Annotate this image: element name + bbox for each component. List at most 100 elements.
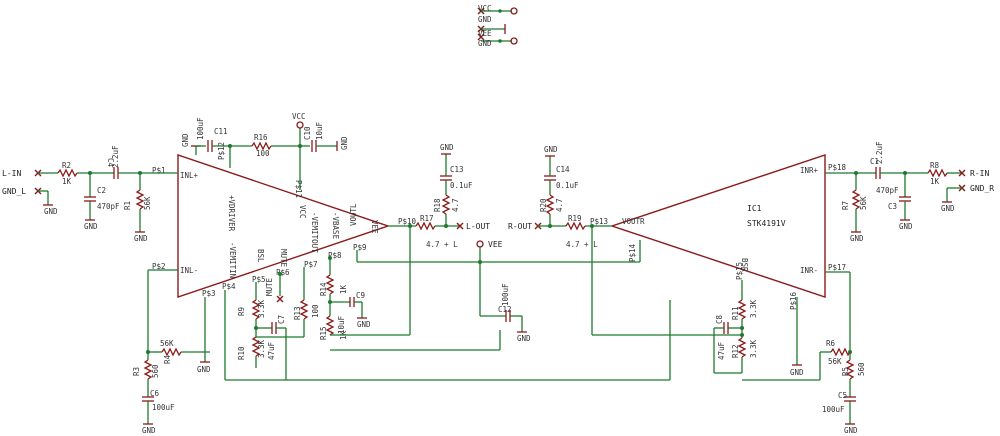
svg-text:470pF: 470pF <box>876 186 899 195</box>
power-legend: GND VCC VEE GND <box>477 4 518 48</box>
ic-part: STK4191V <box>747 219 786 228</box>
svg-text:INL+: INL+ <box>180 171 199 180</box>
svg-text:P$15: P$15 <box>735 262 744 280</box>
svg-text:R20: R20 <box>539 198 548 212</box>
legend-gnd-2: GND <box>478 39 492 48</box>
svg-text:3.3K: 3.3K <box>257 299 266 318</box>
svg-text:R15: R15 <box>319 326 328 340</box>
ic-ref: IC1 <box>747 204 762 213</box>
right-amplifier: IC1 STK4191V INR+ P$18 INR- P$17 VOUTR P… <box>590 154 847 310</box>
svg-text:GND: GND <box>844 426 858 435</box>
svg-text:GND: GND <box>517 334 531 343</box>
svg-text:VOUTL: VOUTL <box>349 203 358 226</box>
left-feedback: 56K R4 R3 560 C6 100uF GND GND <box>132 269 670 435</box>
svg-text:BSL: BSL <box>256 249 265 263</box>
svg-text:C3: C3 <box>888 202 897 211</box>
svg-text:VOUTR: VOUTR <box>622 217 645 226</box>
svg-text:10uF: 10uF <box>315 121 324 140</box>
svg-text:GND: GND <box>181 133 190 147</box>
svg-text:R3: R3 <box>132 367 141 376</box>
svg-text:GND: GND <box>134 234 148 243</box>
svg-text:-VBASE: -VBASE <box>331 212 340 240</box>
right-bootstrap: R11 3.3K R12 3.3K C8 47uF GND <box>669 280 804 380</box>
svg-text:4.7 + L: 4.7 + L <box>566 240 598 249</box>
svg-text:2.2uF: 2.2uF <box>875 141 884 164</box>
svg-text:R9: R9 <box>237 307 246 316</box>
right-feedback: R6 56K R5 560 C5 100uF GND <box>742 271 866 435</box>
svg-text:560: 560 <box>857 362 866 376</box>
svg-text:470pF: 470pF <box>97 202 120 211</box>
svg-text:P$17: P$17 <box>828 263 846 272</box>
net-l-in: L-IN <box>2 169 21 178</box>
svg-text:R7: R7 <box>841 201 850 210</box>
svg-text:P$18: P$18 <box>828 163 847 172</box>
svg-text:C12: C12 <box>498 305 512 314</box>
svg-text:C13: C13 <box>450 165 464 174</box>
svg-text:GND: GND <box>142 426 156 435</box>
svg-text:C5: C5 <box>838 391 847 400</box>
svg-text:56K: 56K <box>160 339 174 348</box>
svg-text:R14: R14 <box>319 282 328 296</box>
svg-text:+VDRIVER: +VDRIVER <box>227 195 236 232</box>
svg-text:GND: GND <box>941 204 955 213</box>
right-output: R-OUT R19 4.7 + L R20 4.7 C14 0.1uF GND <box>508 145 742 336</box>
svg-text:R2: R2 <box>62 161 71 170</box>
mute-label: MUTE <box>265 277 274 296</box>
svg-text:C11: C11 <box>214 127 228 136</box>
svg-text:INL-: INL- <box>180 266 198 275</box>
svg-text:VCC: VCC <box>298 205 307 219</box>
svg-text:C14: C14 <box>556 165 570 174</box>
svg-text:R11: R11 <box>731 306 740 320</box>
svg-text:P$8: P$8 <box>328 251 342 260</box>
svg-text:C9: C9 <box>356 291 365 300</box>
svg-text:C4: C4 <box>106 158 115 168</box>
svg-text:GND: GND <box>197 365 211 374</box>
svg-text:100uF: 100uF <box>152 403 175 412</box>
svg-text:100uF: 100uF <box>822 405 845 414</box>
svg-text:R12: R12 <box>731 344 740 358</box>
svg-text:100: 100 <box>311 304 320 318</box>
svg-text:P$14: P$14 <box>628 243 637 262</box>
svg-text:4.7: 4.7 <box>451 198 460 212</box>
net-l-out: L-OUT <box>466 222 490 231</box>
svg-text:P$11: P$11 <box>294 180 303 198</box>
svg-text:INR+: INR+ <box>800 166 819 175</box>
svg-text:3.3K: 3.3K <box>749 299 758 318</box>
svg-text:56K: 56K <box>143 196 152 210</box>
svg-text:3.3K: 3.3K <box>749 339 758 358</box>
svg-text:100uF: 100uF <box>501 283 510 306</box>
svg-text:P$2: P$2 <box>152 262 166 271</box>
svg-text:VEE: VEE <box>370 220 379 234</box>
svg-text:100: 100 <box>256 149 270 158</box>
svg-text:C2: C2 <box>97 186 106 195</box>
svg-text:R18: R18 <box>433 198 442 212</box>
svg-text:INR-: INR- <box>800 266 818 275</box>
svg-text:GND: GND <box>790 368 804 377</box>
svg-text:R5: R5 <box>841 367 850 376</box>
svg-text:MUTE: MUTE <box>279 249 288 268</box>
svg-text:P$3: P$3 <box>202 289 216 298</box>
svg-text:R10: R10 <box>237 346 246 360</box>
svg-text:P$12: P$12 <box>217 142 226 160</box>
svg-text:C10: C10 <box>303 126 312 140</box>
left-supply: GND 100uF C11 R16 100 VCC C10 10uF GND <box>181 112 349 190</box>
svg-text:56K: 56K <box>859 196 868 210</box>
svg-text:10uF: 10uF <box>337 315 346 334</box>
svg-text:1K: 1K <box>930 177 940 186</box>
svg-text:GND: GND <box>440 143 454 152</box>
svg-text:GND: GND <box>544 145 558 154</box>
net-gnd-r: GND_R <box>970 184 994 193</box>
net-r-in: R-IN <box>970 169 989 178</box>
svg-text:4.7: 4.7 <box>555 198 564 212</box>
svg-text:GND: GND <box>44 207 58 216</box>
svg-text:1K: 1K <box>339 284 348 294</box>
svg-text:1K: 1K <box>62 177 72 186</box>
svg-text:R4: R4 <box>163 354 172 364</box>
svg-text:100uF: 100uF <box>196 117 205 140</box>
svg-text:GND: GND <box>850 234 864 243</box>
svg-text:C7: C7 <box>277 315 286 324</box>
legend-vcc: VCC <box>478 4 492 13</box>
svg-text:-VEMITOUT: -VEMITOUT <box>310 212 319 253</box>
svg-text:P$6: P$6 <box>276 268 290 277</box>
svg-text:R6: R6 <box>826 339 836 348</box>
